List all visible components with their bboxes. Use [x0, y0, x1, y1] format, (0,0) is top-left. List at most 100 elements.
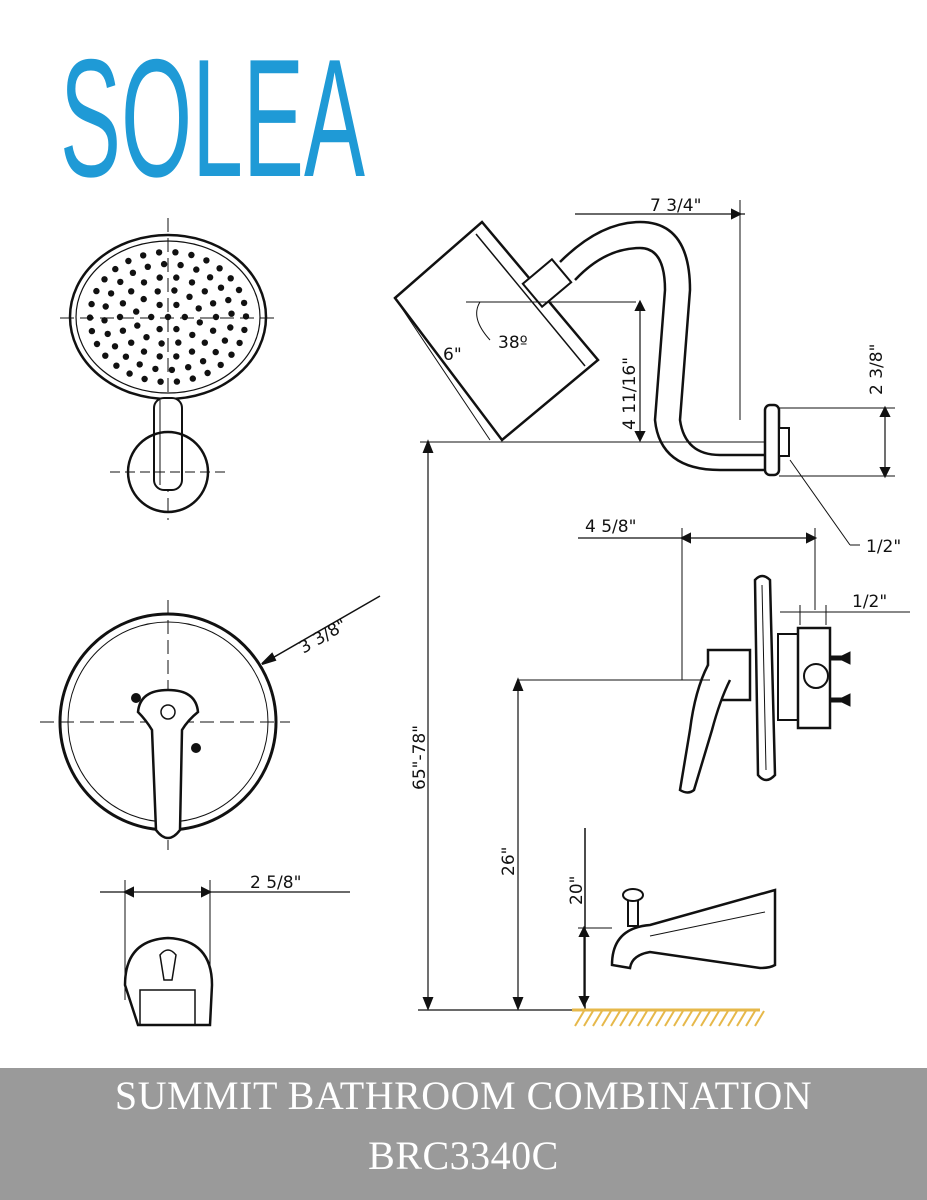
- spray-nozzle: [228, 351, 235, 358]
- spray-nozzle: [209, 300, 217, 307]
- floor-hatch-line: [745, 1010, 756, 1027]
- spout-height-label: 20": [567, 876, 587, 905]
- spray-nozzle: [188, 251, 195, 259]
- spray-nozzle: [227, 324, 234, 331]
- floor-hatch-line: [736, 1010, 747, 1027]
- spray-nozzle: [122, 353, 130, 360]
- spray-nozzles: [86, 249, 250, 385]
- spray-nozzle: [173, 353, 180, 360]
- spray-nozzle: [129, 269, 137, 276]
- spray-nozzle: [196, 319, 203, 326]
- floor-hatch-line: [583, 1010, 594, 1027]
- spray-nozzle: [235, 286, 243, 294]
- logo-text: SOLEA: [60, 24, 365, 188]
- shower-height-label: 65"-78": [410, 725, 430, 790]
- spray-nozzle: [195, 305, 202, 312]
- floor-hatch-line: [718, 1010, 729, 1027]
- spray-nozzle: [173, 301, 180, 309]
- height-dimensions: 65"-78" 26": [410, 439, 575, 1011]
- spray-nozzle: [189, 331, 196, 339]
- handle-projection-label: 4 5/8": [585, 517, 636, 537]
- spray-nozzle: [241, 326, 248, 334]
- spray-nozzle: [93, 340, 101, 348]
- valve-side-view: 4 5/8" 1/2": [518, 517, 910, 794]
- spray-nozzle: [171, 287, 178, 294]
- flange-height-label: 2 3/8": [867, 344, 887, 395]
- head-height-label: 4 11/16": [620, 357, 640, 430]
- floor-hatch-line: [691, 1010, 702, 1027]
- tub-spout-top-view: 2 5/8": [100, 873, 350, 1027]
- spray-nozzle: [209, 327, 217, 334]
- floor-hatch-line: [628, 1010, 639, 1027]
- valve-trim-front-view: 3 3/8": [40, 595, 381, 850]
- spray-nozzle: [158, 340, 165, 347]
- spray-nozzle: [156, 274, 163, 281]
- spray-nozzle: [102, 352, 109, 359]
- spray-nozzle: [240, 299, 248, 307]
- spray-nozzle: [173, 325, 180, 333]
- spray-nozzle: [225, 296, 232, 304]
- spray-nozzle: [119, 300, 127, 307]
- spray-nozzle: [140, 252, 147, 259]
- floor-hatch-line: [610, 1010, 621, 1027]
- spray-nozzle: [156, 301, 163, 309]
- spray-nozzle: [101, 276, 108, 283]
- floor-hatch-line: [709, 1010, 720, 1027]
- spray-nozzle: [164, 313, 172, 321]
- spray-nozzle: [93, 287, 100, 295]
- floor-hatch-line: [592, 1010, 603, 1027]
- spray-nozzle: [102, 303, 109, 310]
- spray-nozzle: [133, 308, 140, 315]
- floor-line: [572, 1008, 765, 1027]
- spray-nozzle: [201, 339, 208, 346]
- spray-nozzle: [111, 343, 119, 350]
- spray-nozzle: [204, 369, 211, 377]
- spray-nozzle: [148, 313, 155, 321]
- floor-hatch-line: [619, 1010, 630, 1027]
- floor-hatch-line: [655, 1010, 666, 1027]
- spray-nozzle: [217, 284, 225, 291]
- spray-nozzle: [206, 274, 214, 281]
- spray-nozzle: [221, 337, 229, 344]
- spray-nozzle: [152, 365, 159, 373]
- spray-nozzle: [116, 313, 124, 321]
- spray-nozzle: [119, 327, 127, 334]
- spray-nozzle: [136, 361, 143, 368]
- floor-hatch-line: [700, 1010, 711, 1027]
- spray-nozzle: [228, 310, 235, 317]
- spray-nozzle: [88, 300, 95, 308]
- spray-nozzle: [157, 378, 164, 385]
- spray-nozzle: [181, 313, 188, 321]
- spray-nozzle: [160, 260, 168, 268]
- trim-diameter-label: 3 3/8": [296, 615, 351, 658]
- title-banner: SUMMIT BATHROOM COMBINATION BRC3340C: [0, 1068, 927, 1200]
- floor-hatch-line: [574, 1010, 585, 1027]
- spray-nozzle: [199, 358, 207, 365]
- spray-nozzle: [168, 366, 176, 374]
- spray-nozzle: [107, 290, 115, 297]
- spray-nozzle: [140, 295, 147, 303]
- spray-nozzle: [88, 327, 96, 335]
- spray-nozzle: [154, 288, 161, 295]
- floor-hatch-line: [727, 1010, 738, 1027]
- spray-nozzle: [144, 263, 151, 270]
- showerhead-front-view: [60, 218, 275, 520]
- head-width-label: 6": [443, 345, 462, 365]
- spray-nozzle: [212, 313, 220, 321]
- spray-nozzle: [203, 257, 210, 264]
- spray-nozzle: [173, 274, 180, 281]
- spray-nozzle: [156, 353, 163, 360]
- floor-hatch-line: [673, 1010, 684, 1027]
- spray-nozzle: [134, 322, 141, 329]
- spray-nozzle: [236, 339, 243, 347]
- spray-nozzle: [155, 249, 163, 256]
- spray-nozzle: [173, 378, 181, 385]
- spray-nozzle: [101, 317, 108, 324]
- spray-nozzle: [112, 265, 119, 273]
- spray-nozzle: [193, 266, 200, 273]
- head-angle-label: 38º: [498, 333, 528, 353]
- spray-nozzle: [113, 362, 120, 369]
- spray-nozzle: [188, 348, 196, 355]
- spray-nozzle: [126, 370, 133, 377]
